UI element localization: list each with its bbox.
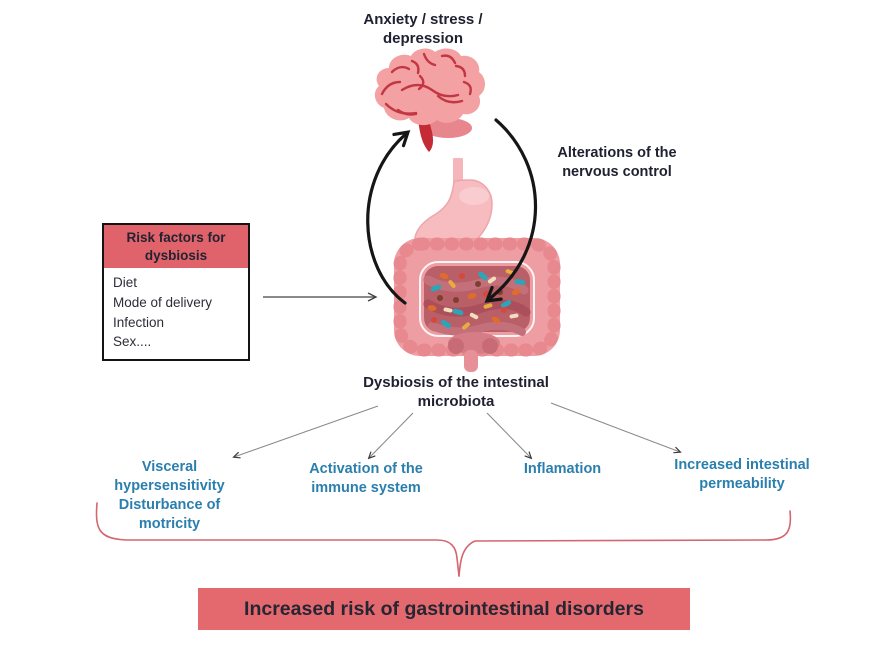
risk-banner: Increased risk of gastrointestinal disor…: [198, 588, 690, 630]
risk-factor-item: Mode of delivery: [113, 294, 213, 310]
risk-factor-item: Sex....: [113, 334, 152, 350]
brain-icon: [374, 48, 485, 152]
anxiety-label: Anxiety / stress / depression: [363, 11, 483, 47]
outcome-arrow-1: [234, 405, 379, 457]
dysbiosis-label: Dysbiosis of the intestinal microbiota: [363, 374, 549, 410]
risk-factors-list: Diet Mode of delivery Infection Sex....: [104, 268, 248, 359]
outcome-arrow-4: [550, 402, 680, 452]
rectum-shape: [464, 350, 478, 372]
intestine-icon: [393, 158, 561, 372]
outcome-permeability: Increased intestinal permeability: [674, 457, 810, 493]
brain-fold-lines: [380, 52, 472, 116]
stomach-highlight: [459, 187, 489, 205]
outcome-inflamation: Inflamation: [523, 461, 602, 477]
risk-factor-item: Infection: [113, 314, 165, 330]
outcome-arrow-3: [486, 412, 531, 458]
outcome-visceral: Visceral hypersensitivity Disturbance of…: [114, 459, 225, 533]
brain-body-shape: [374, 48, 485, 126]
outcome-arrow-2: [369, 412, 414, 458]
risk-factors-title: Risk factors for dysbiosis: [104, 225, 248, 269]
outcome-immune: Activation of the immune system: [309, 461, 423, 497]
risk-factor-item: Diet: [113, 275, 138, 291]
nervous-control-label: Alterations of the nervous control: [557, 145, 677, 180]
cerebellum-shape: [424, 118, 472, 138]
risk-factors-box: Risk factors for dysbiosis Diet Mode of …: [102, 223, 250, 361]
